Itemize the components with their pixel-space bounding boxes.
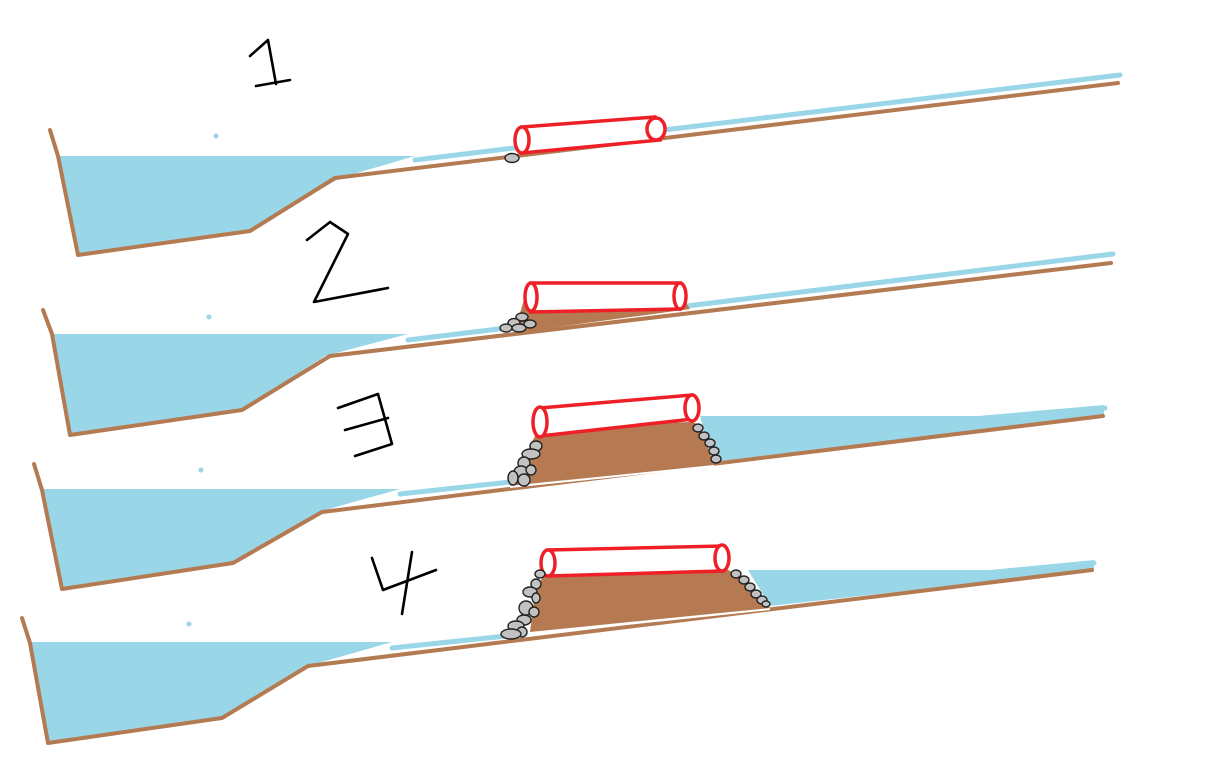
channel-bank: [48, 81, 1120, 257]
water-droplet: [206, 314, 212, 320]
pond-water: [42, 489, 400, 588]
panel-1: [48, 38, 1123, 257]
culvert-pipe: [539, 543, 731, 578]
panel-4: [20, 543, 1097, 745]
channel-bank: [41, 261, 1113, 437]
panel-3: [32, 392, 1108, 591]
fill-soil: [529, 568, 771, 635]
stage-number-3: [336, 392, 394, 458]
water-droplet: [213, 133, 219, 139]
channel-bank: [20, 568, 1094, 745]
culvert-pipe: [523, 281, 688, 314]
stage-number-1: [248, 38, 292, 88]
culvert-pipe: [531, 393, 701, 439]
panel-2: [41, 220, 1116, 437]
channel-bank: [32, 414, 1105, 591]
water-droplet: [186, 621, 192, 627]
stage-number-4: [370, 550, 438, 616]
stone-pile: [507, 423, 722, 487]
pond-water: [52, 334, 408, 434]
culvert-pipe: [513, 115, 667, 155]
pond-water: [30, 642, 392, 742]
pond-water: [58, 156, 415, 254]
stone-pile: [500, 569, 771, 640]
stone-pile: [499, 312, 537, 333]
stone-pile: [504, 152, 520, 164]
water-film: [987, 560, 1097, 577]
water-film: [975, 405, 1108, 423]
stage-number-2: [305, 220, 390, 304]
fill-soil: [509, 422, 715, 488]
water-droplet: [198, 467, 204, 473]
